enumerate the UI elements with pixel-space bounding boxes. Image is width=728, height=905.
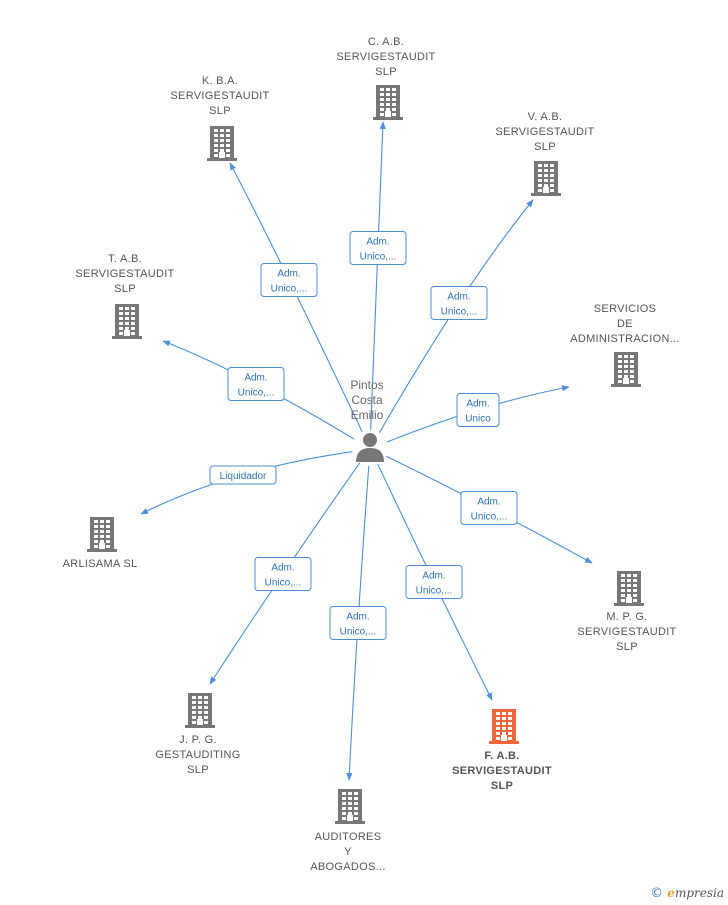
company-label: Y (344, 846, 352, 858)
person-name: Emilio (351, 408, 384, 422)
edge-label-fab[interactable]: Adm. Unico,... (405, 565, 463, 599)
company-label: V. A.B. (528, 111, 563, 123)
edge-label-box (349, 231, 407, 265)
company-label: SLP (114, 283, 136, 295)
person-icon (356, 433, 384, 462)
company-label: SERVIGESTAUDIT (75, 268, 174, 280)
company-label: SLP (209, 105, 231, 117)
company-label: SERVIGESTAUDIT (495, 126, 594, 138)
edge-label-text: Adm. (466, 399, 489, 410)
brand-logo: empresia (667, 886, 724, 900)
building-icon (611, 352, 641, 387)
building-icon (112, 304, 142, 339)
company-node-fab[interactable]: F. A.B. SERVIGESTAUDIT SLP (452, 709, 552, 792)
edge-label-text: Adm. (277, 269, 300, 280)
edge-label-text: Adm. (447, 292, 470, 303)
company-node-auditores[interactable]: AUDITORES Y ABOGADOS... (310, 789, 385, 873)
edge-label-text: Unico,... (265, 578, 302, 589)
person-name: Costa (351, 393, 383, 407)
brand-logo-rest: mpresia (674, 886, 724, 900)
edge-label-text: Unico,... (416, 586, 453, 597)
company-node-cab[interactable]: C. A.B. SERVIGESTAUDIT SLP (336, 36, 435, 120)
edge-label-text: Adm. (422, 571, 445, 582)
building-icon (614, 571, 644, 606)
building-icon (87, 517, 117, 552)
company-label: AUDITORES (315, 831, 382, 843)
edge-label-text: Adm. (366, 237, 389, 248)
company-label: F. A.B. (484, 750, 519, 762)
company-node-arlisama[interactable]: ARLISAMA SL (63, 517, 138, 570)
edge-label-text: Unico,... (471, 512, 508, 523)
building-icon (373, 85, 403, 120)
edge-label-box (405, 565, 463, 599)
brand-logo-e: e (667, 886, 675, 900)
edge-label-text: Adm. (271, 563, 294, 574)
edge-label-text: Adm. (346, 612, 369, 623)
copyright-footer: © empresia (650, 886, 724, 901)
company-node-mpg[interactable]: M. P. G. SERVIGESTAUDIT SLP (577, 571, 676, 653)
copyright-symbol: © (650, 886, 664, 901)
edge-label-arlisama[interactable]: Liquidador (209, 465, 277, 485)
edge-label-text: Unico (465, 414, 491, 425)
company-label: SERVICIOS (594, 303, 656, 315)
building-icon (335, 789, 365, 824)
company-label: J. P. G. (179, 734, 217, 746)
edge-label-box (260, 263, 318, 297)
edge-label-kba[interactable]: Adm. Unico,... (260, 263, 318, 297)
company-label: K. B.A. (202, 75, 238, 87)
edge-label-vab[interactable]: Adm. Unico,... (430, 286, 488, 320)
company-label: SLP (616, 641, 638, 653)
building-icon (489, 709, 519, 744)
company-label: C. A.B. (368, 36, 404, 48)
edge-label-box (254, 557, 312, 591)
edge-label-mpg[interactable]: Adm. Unico,... (460, 491, 518, 525)
edge-label-jpg[interactable]: Adm. Unico,... (254, 557, 312, 591)
company-label: ABOGADOS... (310, 861, 385, 873)
company-node-jpg[interactable]: J. P. G. GESTAUDITING SLP (155, 693, 240, 776)
building-icon (207, 126, 237, 161)
company-label: SLP (375, 66, 397, 78)
company-label: ADMINISTRACION... (570, 333, 680, 345)
edge-label-auditores[interactable]: Adm. Unico,... (329, 606, 387, 640)
company-node-servicios[interactable]: SERVICIOS DE ADMINISTRACION... (570, 303, 680, 387)
edge-label-box (209, 465, 277, 485)
person-name: Pintos (350, 378, 383, 392)
edge-label-box (430, 286, 488, 320)
company-node-tab[interactable]: T. A.B. SERVIGESTAUDIT SLP (75, 253, 174, 339)
edge-label-box (456, 393, 500, 427)
edge-label-text: Unico,... (360, 252, 397, 263)
edge-label-text: Unico,... (340, 627, 377, 638)
company-label: DE (617, 318, 633, 330)
company-label: SERVIGESTAUDIT (452, 765, 552, 777)
company-label: SERVIGESTAUDIT (577, 626, 676, 638)
edge-label-text: Unico,... (441, 307, 478, 318)
company-label: ARLISAMA SL (63, 558, 138, 570)
edge-label-box (227, 367, 285, 401)
company-label: T. A.B. (108, 253, 142, 265)
edge-label-text: Liquidador (220, 471, 267, 482)
company-node-kba[interactable]: K. B.A. SERVIGESTAUDIT SLP (170, 75, 269, 161)
edge-label-cab[interactable]: Adm. Unico,... (349, 231, 407, 265)
company-node-vab[interactable]: V. A.B. SERVIGESTAUDIT SLP (495, 111, 594, 196)
edge-label-servicios[interactable]: Adm. Unico (456, 393, 500, 427)
company-label: GESTAUDITING (155, 749, 240, 761)
edge-label-box (460, 491, 518, 525)
edge-label-text: Adm. (244, 373, 267, 384)
edge-label-text: Unico,... (238, 388, 275, 399)
company-label: SERVIGESTAUDIT (170, 90, 269, 102)
company-label: SLP (491, 780, 513, 792)
edge-label-box (329, 606, 387, 640)
company-label: SERVIGESTAUDIT (336, 51, 435, 63)
edge-label-text: Adm. (477, 497, 500, 508)
building-icon (531, 161, 561, 196)
edge-label-tab[interactable]: Adm. Unico,... (227, 367, 285, 401)
building-icon (185, 693, 215, 728)
edge-label-text: Unico,... (271, 284, 308, 295)
company-label: M. P. G. (606, 611, 647, 623)
company-label: SLP (187, 764, 209, 776)
company-label: SLP (534, 141, 556, 153)
